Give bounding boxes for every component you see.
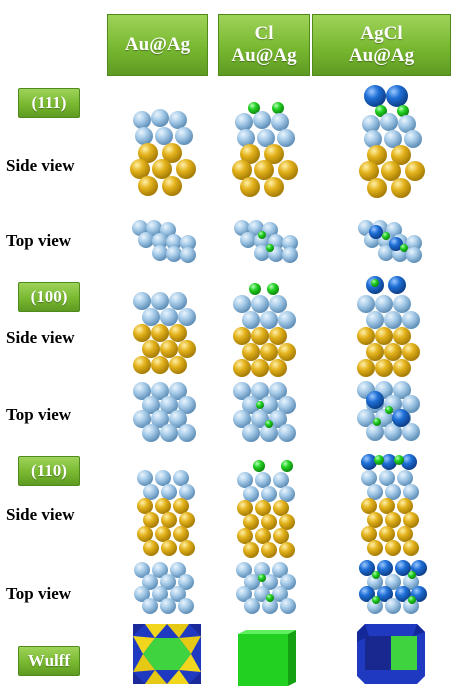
structure-111-side-au-ag xyxy=(128,106,200,206)
structure-110-side-cl-au-ag xyxy=(231,458,301,560)
structure-111-side-agcl-au-ag xyxy=(355,82,427,206)
structure-100-top-au-ag xyxy=(131,380,201,444)
row-label-top-view: Top view xyxy=(6,231,106,251)
structure-110-side-agcl-au-ag xyxy=(355,450,427,562)
row-label-side-view: Side view xyxy=(6,156,106,176)
structure-110-top-cl-au-ag xyxy=(232,560,304,616)
facet-label-111: (111) xyxy=(18,88,80,118)
facet-label-100: (100) xyxy=(18,282,80,312)
atom-layer-au xyxy=(130,143,196,196)
structure-111-top-agcl-au-ag xyxy=(356,216,432,264)
structure-100-top-agcl-au-ag xyxy=(355,378,427,444)
structure-110-top-au-ag xyxy=(130,560,202,616)
facet-label-110: (110) xyxy=(18,456,80,486)
structure-110-top-agcl-au-ag xyxy=(355,558,431,616)
structure-100-side-au-ag xyxy=(131,290,201,380)
structure-100-side-agcl-au-ag xyxy=(355,274,427,384)
row-label-side-view: Side view xyxy=(6,328,106,348)
column-header-au-ag: Au@Ag xyxy=(107,14,208,76)
column-header-line2: Au@Ag xyxy=(349,45,414,67)
structure-111-top-cl-au-ag xyxy=(232,218,308,264)
structure-111-side-cl-au-ag xyxy=(228,96,300,206)
column-header-line2: Au@Ag xyxy=(125,34,190,56)
row-label-top-view: Top view xyxy=(6,584,106,604)
structure-100-side-cl-au-ag xyxy=(231,280,301,380)
row-label-top-view: Top view xyxy=(6,405,106,425)
column-header-agcl-au-ag: AgCl Au@Ag xyxy=(312,14,451,76)
structure-111-top-au-ag xyxy=(130,218,206,264)
structure-100-top-cl-au-ag xyxy=(231,380,301,444)
column-header-line1: AgCl xyxy=(360,23,402,45)
column-header-cl-au-ag: Cl Au@Ag xyxy=(218,14,310,76)
column-header-line2: Au@Ag xyxy=(231,45,296,67)
wulff-shape-cl-au-ag xyxy=(234,630,298,688)
facet-label-wulff: Wulff xyxy=(18,646,80,676)
structure-110-side-au-ag xyxy=(131,468,201,558)
wulff-shape-au-ag xyxy=(131,622,203,686)
row-label-side-view: Side view xyxy=(6,505,106,525)
wulff-shape-agcl-au-ag xyxy=(355,622,427,686)
atom-layer-ag xyxy=(133,109,193,145)
column-header-line1: Cl xyxy=(255,23,274,45)
